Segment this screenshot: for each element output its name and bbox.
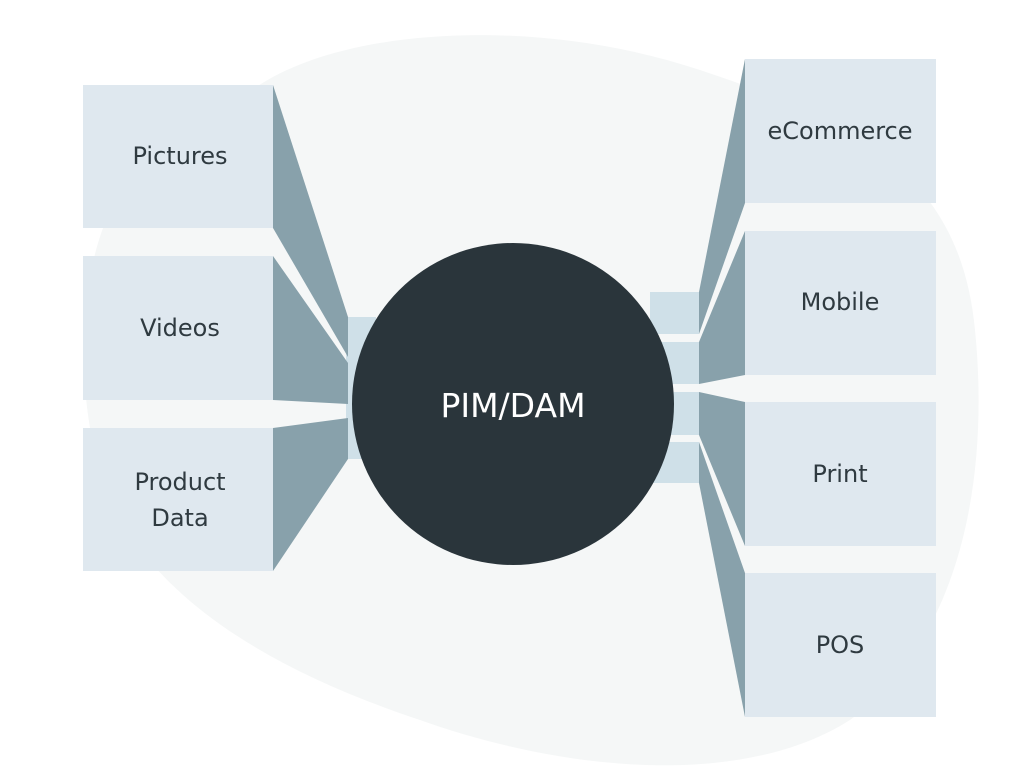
connector-videos [273,256,348,404]
strip-segment [348,317,352,357]
output-box-bg [745,231,936,375]
input-box-bg [83,428,273,571]
input-box-pictures: Pictures [83,85,273,228]
output-box-bg [745,402,936,546]
input-box-bg [83,85,273,228]
connector-pictures [273,85,348,357]
connector-ecommerce [699,59,745,334]
strip-ecommerce [650,292,699,334]
output-box-bg [745,59,936,203]
output-box-print: Print [745,402,936,546]
connector-product-data [273,418,348,571]
output-label: Print [812,460,867,488]
input-label: Videos [140,314,220,342]
center-label: PIM/DAM [440,386,585,425]
input-label-line2: Data [151,504,208,532]
connector-print [699,392,745,546]
input-box-product-data: Product Data [83,428,273,571]
output-label: Mobile [801,288,880,316]
output-label: eCommerce [767,117,912,145]
output-box-bg [745,573,936,717]
output-label: POS [816,631,865,659]
center-node: PIM/DAM [352,243,674,565]
connector-mobile [699,231,745,384]
output-box-ecommerce: eCommerce [745,59,936,203]
center-circle [352,243,674,565]
input-box-videos: Videos [83,256,273,400]
output-box-mobile: Mobile [745,231,936,375]
input-box-bg [83,256,273,400]
output-box-pos: POS [745,573,936,717]
input-label: Pictures [132,142,227,170]
connector-pos [699,442,745,717]
input-label-line1: Product [134,468,225,496]
